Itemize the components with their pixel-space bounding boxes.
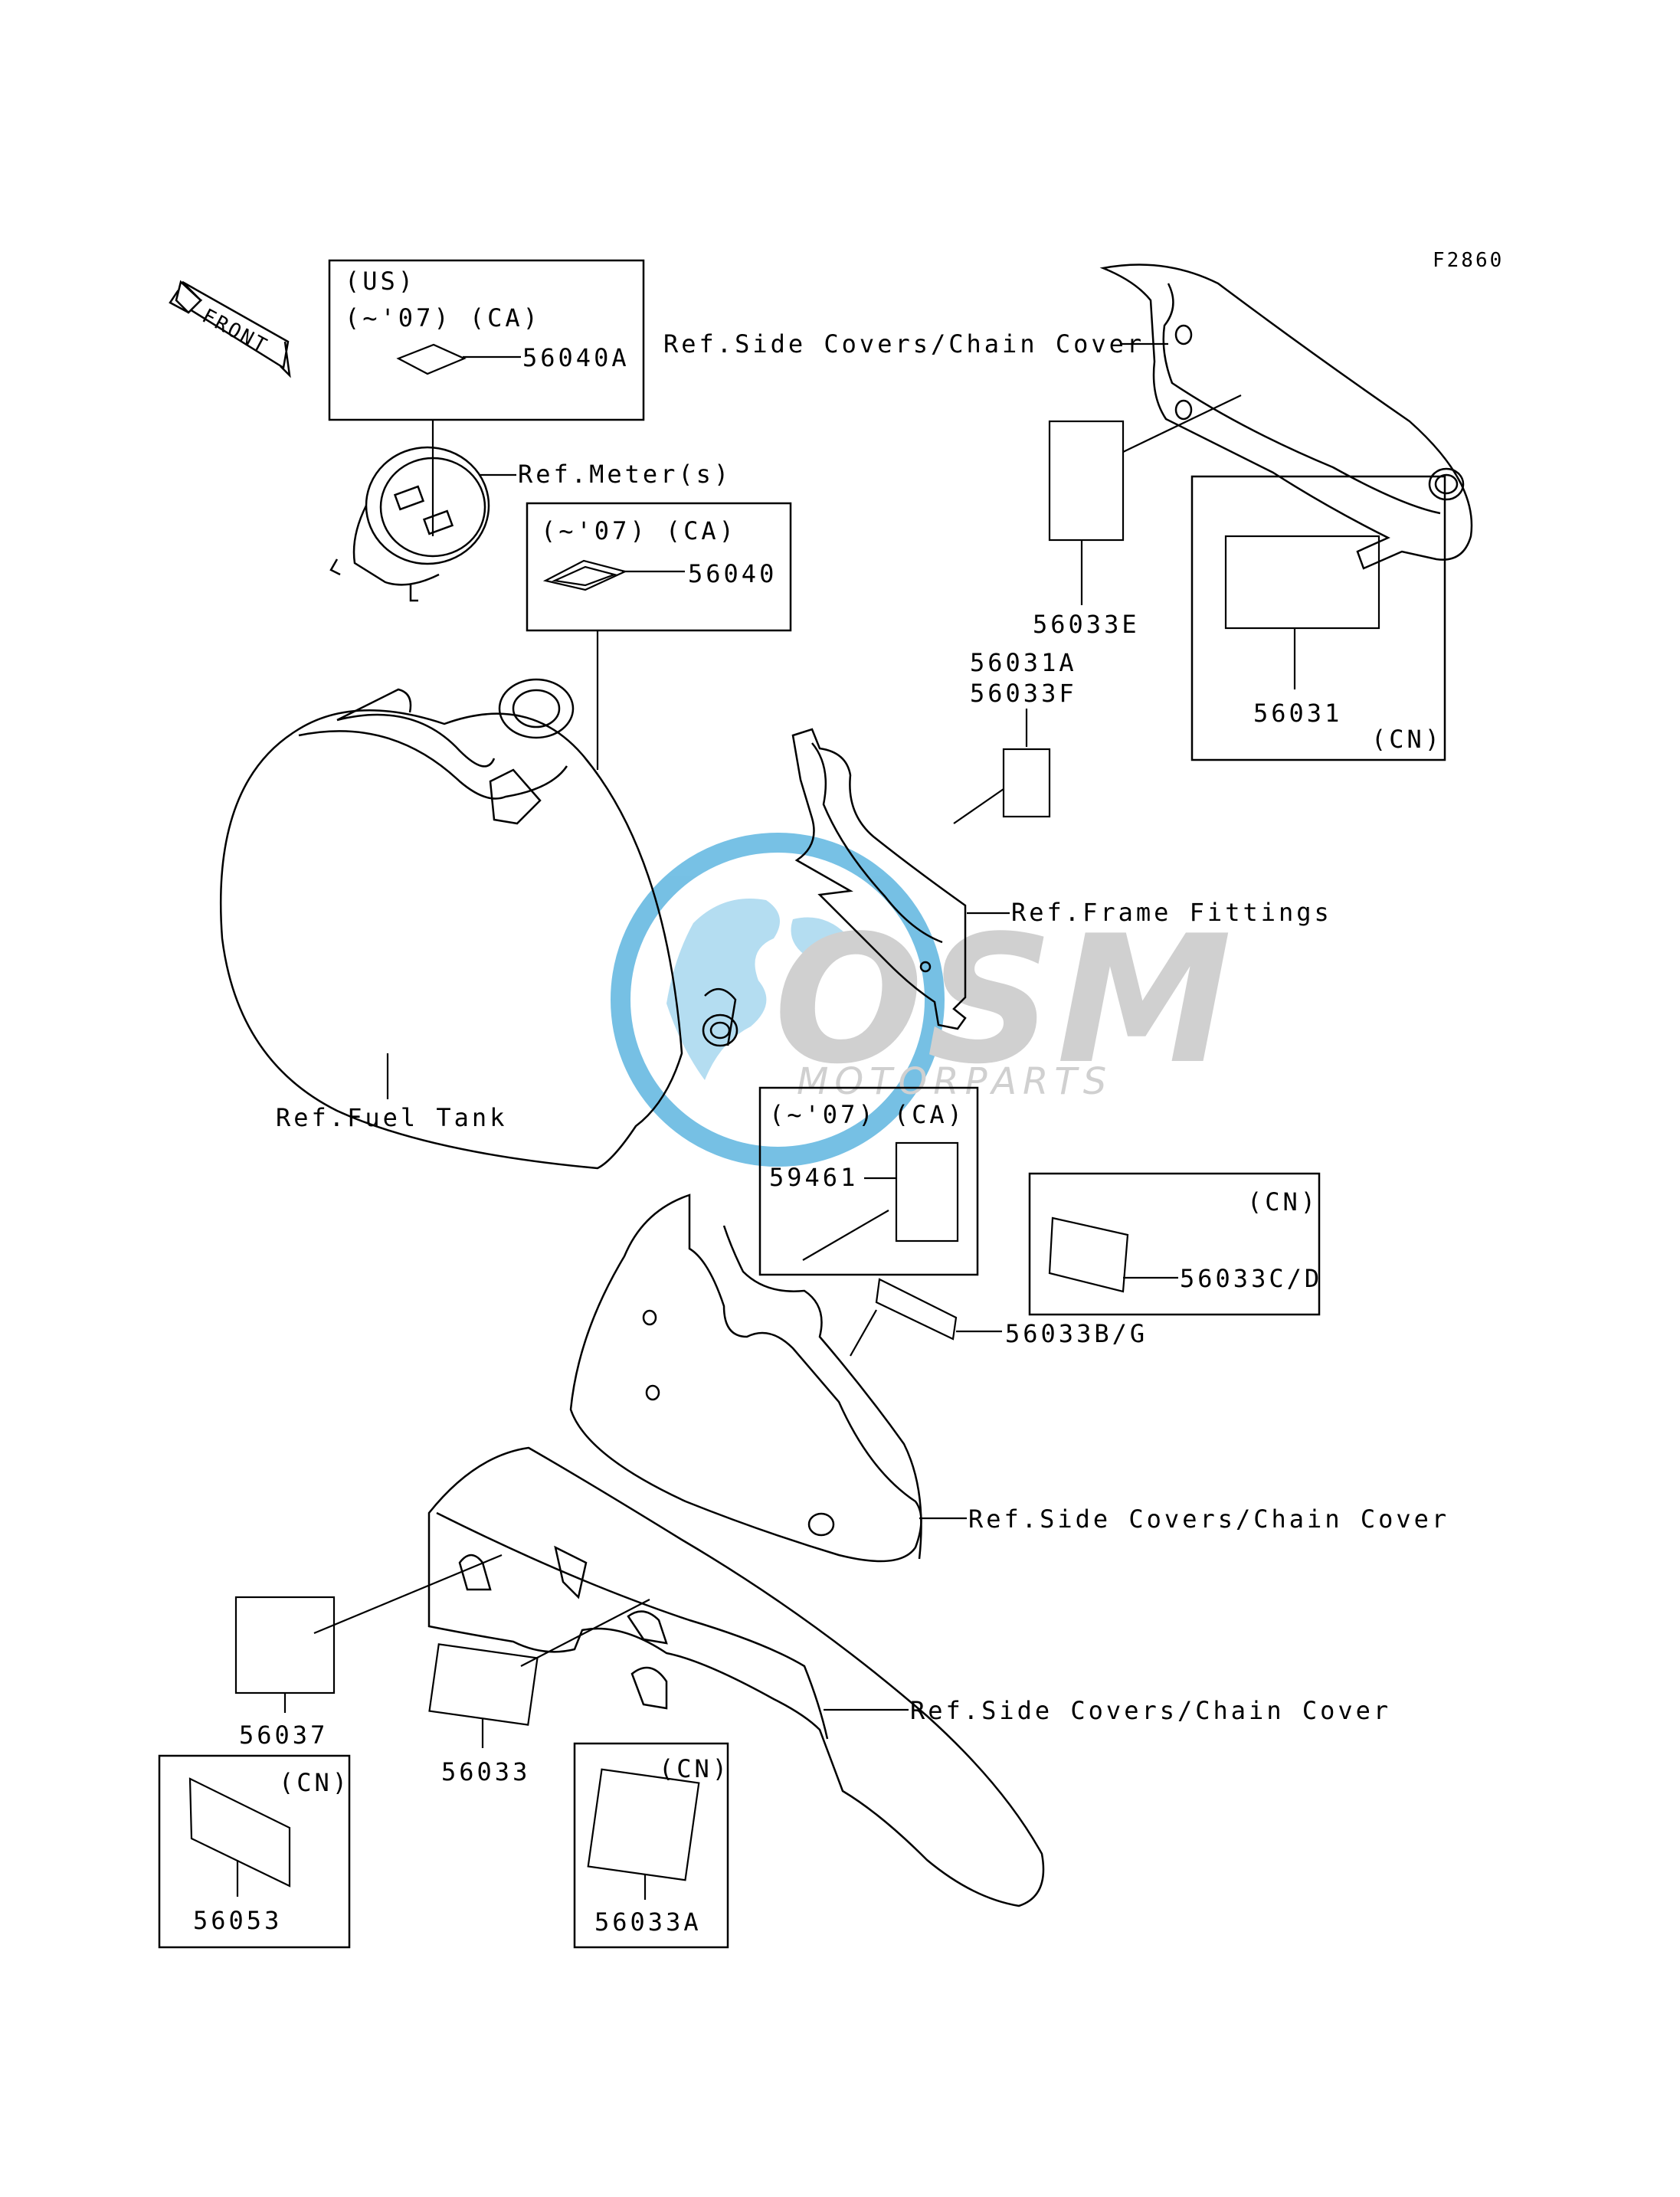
- bottom-left-box: (CN) 56053: [158, 1754, 351, 1949]
- part-56033: 56033: [441, 1757, 530, 1786]
- fuel-tank-part: Ref.Fuel Tank: [219, 678, 738, 1170]
- side-cover-top-part: Ref.Side Covers/Chain Cover: [663, 264, 1473, 570]
- ref-side-covers-mid: Ref.Side Covers/Chain Cover: [968, 1505, 1449, 1534]
- meter-box-line1: (US): [345, 267, 416, 296]
- part-56040: 56040: [688, 559, 777, 588]
- part-59461: 59461: [769, 1163, 858, 1192]
- watermark-globe-icon: [611, 833, 945, 1167]
- side-cover-mid-part: Ref.Side Covers/Chain Cover: [569, 1193, 1449, 1563]
- bottom-mid-box: (CN) 56033A: [573, 1742, 729, 1949]
- side-cn-tag: (CN): [1247, 1187, 1318, 1216]
- bottom-left-tag: (CN): [279, 1768, 350, 1797]
- decal-56037: [234, 1596, 336, 1694]
- ref-frame-fittings: Ref.Frame Fittings: [1011, 898, 1332, 927]
- decal-56031A: [1002, 748, 1051, 818]
- watermark-sub: MOTORPARTS: [797, 1060, 1112, 1103]
- side-cn-box: (CN) 56033C/D: [1028, 1172, 1322, 1316]
- decal-59461: [895, 1141, 959, 1243]
- part-56033F: 56033F: [970, 679, 1077, 708]
- decal-56033: [428, 1643, 539, 1726]
- part-56033E: 56033E: [1033, 610, 1140, 639]
- decal-56033CD: [1048, 1216, 1129, 1293]
- meter-box-line2: (~'07) (CA): [345, 303, 541, 332]
- chain-cover-part: Ref.Side Covers/Chain Cover: [427, 1446, 1391, 1907]
- watermark-brand: OSM: [774, 899, 1235, 1103]
- part-56033CD: 56033C/D: [1180, 1264, 1322, 1293]
- ref-meter: Ref.Meter(s): [518, 460, 732, 489]
- part-56033A: 56033A: [594, 1907, 702, 1937]
- part-56037: 56037: [239, 1721, 328, 1750]
- cover-cn-tag: (CN): [1371, 725, 1443, 754]
- decal-56033A: [587, 1768, 700, 1881]
- decal-56040A: [396, 343, 467, 375]
- side-ca-line1: (~'07) (CA): [769, 1100, 965, 1129]
- part-56031A: 56031A: [970, 648, 1077, 677]
- part-56033BG: 56033B/G: [1005, 1319, 1148, 1348]
- front-arrow-icon: FRONT: [169, 280, 291, 378]
- meter-box: (US) (~'07) (CA) 56040A: [328, 259, 645, 421]
- frame-fitting-part: Ref.Frame Fittings: [791, 728, 1332, 1030]
- meter-part: Ref.Meter(s): [329, 446, 732, 602]
- part-56031: 56031: [1253, 699, 1342, 728]
- cover-cn-box: 56031 (CN): [1190, 475, 1446, 761]
- part-56053: 56053: [193, 1906, 282, 1935]
- decal-56053: [188, 1777, 291, 1888]
- ref-side-covers-top: Ref.Side Covers/Chain Cover: [663, 329, 1145, 359]
- side-ca-box: (~'07) (CA) 59461: [758, 1086, 979, 1276]
- decal-56033E: [1048, 420, 1125, 542]
- decal-56033BG: [875, 1278, 958, 1341]
- ref-fuel-tank: Ref.Fuel Tank: [276, 1103, 507, 1132]
- tank-box-line1: (~'07) (CA): [541, 516, 737, 545]
- ref-side-covers-bottom: Ref.Side Covers/Chain Cover: [910, 1696, 1391, 1725]
- tank-box: (~'07) (CA) 56040: [526, 502, 792, 632]
- diagram-code: F2860: [1433, 249, 1504, 272]
- part-56040A: 56040A: [522, 343, 630, 372]
- decal-56031: [1224, 535, 1380, 630]
